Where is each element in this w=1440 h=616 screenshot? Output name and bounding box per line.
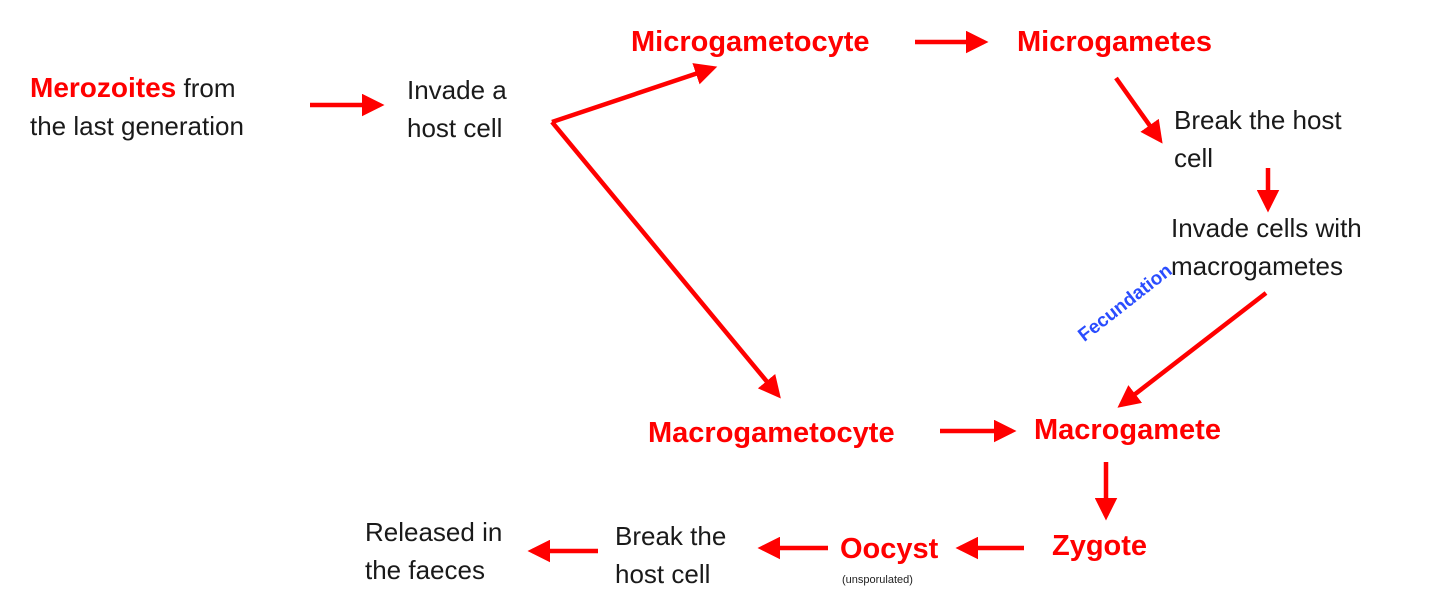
node-macrogametocyte: Macrogametocyte bbox=[648, 417, 895, 449]
node-break-host-top: Break the host cell bbox=[1174, 101, 1342, 177]
oocyst-note: (unsporulated) bbox=[842, 574, 913, 586]
invade-host-line2: host cell bbox=[407, 113, 503, 143]
node-break-host-bottom: Break the host cell bbox=[615, 517, 726, 593]
arrow-microgametes-to-break-host bbox=[1114, 76, 1163, 144]
node-released: Released in the faeces bbox=[365, 513, 502, 589]
arrow-invade-to-macrogametocyte bbox=[550, 120, 781, 399]
arrow-fecundation bbox=[1117, 291, 1268, 408]
released-line2: the faeces bbox=[365, 555, 485, 585]
node-microgametocyte: Microgametocyte bbox=[631, 26, 870, 58]
break-host-top-line2: cell bbox=[1174, 143, 1214, 173]
break-host-bottom-line2: host cell bbox=[615, 559, 711, 589]
merozoites-from-text: from bbox=[183, 73, 236, 103]
node-zygote: Zygote bbox=[1052, 530, 1148, 562]
merozoites-line2: the last generation bbox=[30, 111, 244, 141]
node-microgametes: Microgametes bbox=[1017, 26, 1213, 58]
node-invade-host-cell: Invade a host cell bbox=[407, 71, 507, 147]
node-oocyst: Oocyst bbox=[840, 533, 939, 565]
node-macrogamete: Macrogamete bbox=[1034, 414, 1221, 446]
node-merozoites: Merozoites from the last generation bbox=[30, 69, 244, 145]
invade-cells-line2: macrogametes bbox=[1171, 251, 1343, 281]
invade-cells-line1: Invade cells with bbox=[1171, 213, 1362, 243]
merozoites-label: Merozoites bbox=[30, 72, 177, 103]
break-host-top-line1: Break the host bbox=[1174, 105, 1342, 135]
released-line1: Released in bbox=[365, 517, 503, 547]
node-invade-cells: Invade cells with macrogametes bbox=[1171, 209, 1362, 285]
break-host-bottom-line1: Break the bbox=[615, 521, 727, 551]
invade-host-line1: Invade a bbox=[407, 75, 507, 105]
arrow-invade-to-microgametocyte bbox=[551, 63, 718, 125]
